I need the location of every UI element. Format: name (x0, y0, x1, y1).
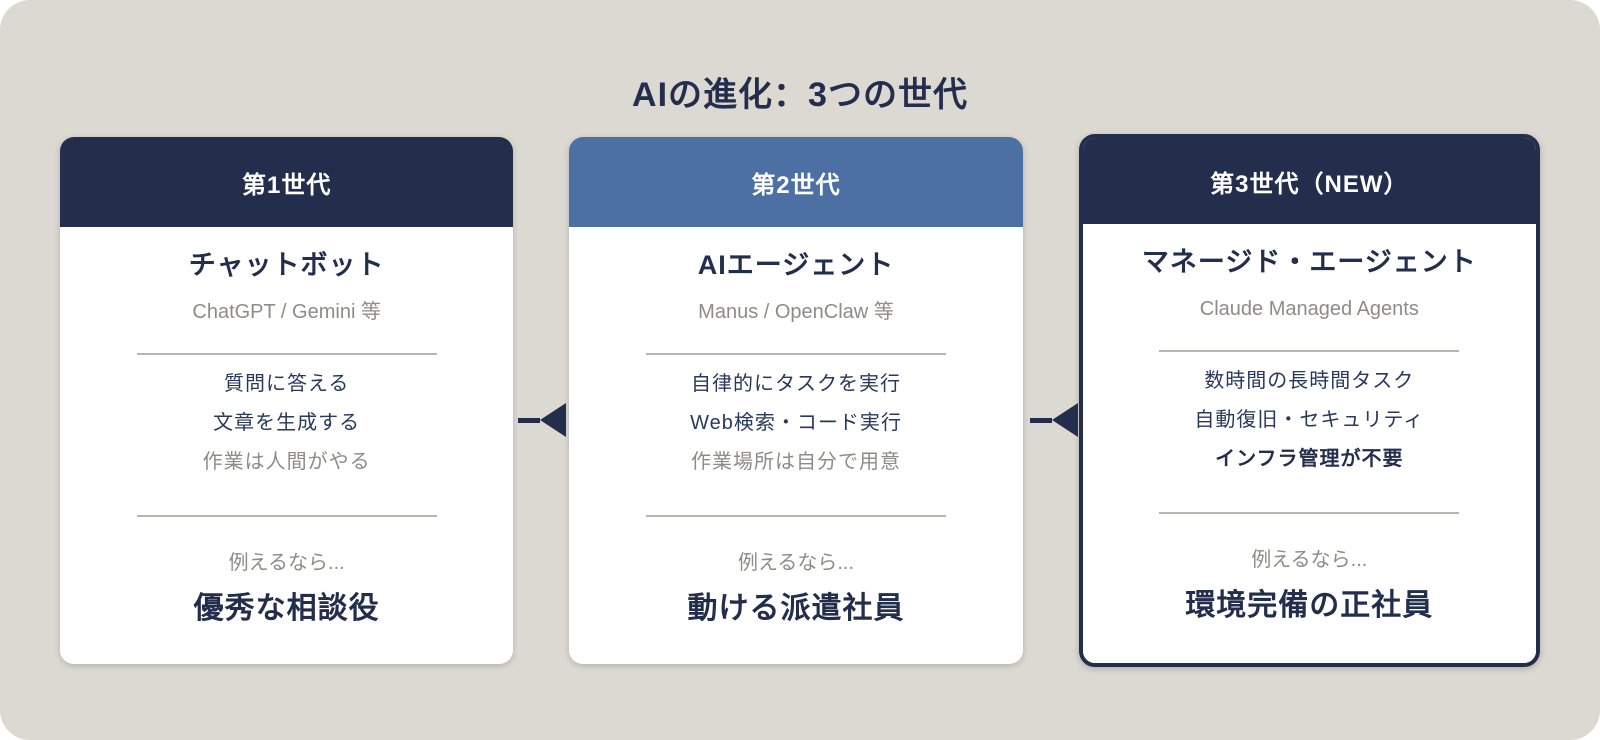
feature-item: 自動復旧・セキュリティ (1194, 409, 1425, 431)
left-arrow-icon (518, 403, 566, 437)
feature-item: 作業場所は自分で用意 (690, 451, 901, 473)
generations-row: 第1世代 チャットボット ChatGPT / Gemini 等 質問に答える 文… (60, 134, 1540, 667)
card-2-body: AIエージェント Manus / OpenClaw 等 自律的にタスクを実行 W… (569, 227, 1023, 664)
card-1-analogy: 優秀な相談役 (193, 592, 380, 625)
card-3-feature-list: 数時間の長時間タスク 自動復旧・セキュリティ インフラ管理が不要 (1194, 362, 1424, 479)
divider (1159, 512, 1460, 514)
generation-card-3: 第3世代（NEW） マネージド・エージェント Claude Managed Ag… (1078, 134, 1540, 667)
card-2-header: 第2世代 (569, 137, 1023, 227)
feature-item: 自律的にタスクを実行 (690, 373, 901, 395)
feature-item: 作業は人間がやる (202, 451, 371, 473)
card-1-feature-list: 質問に答える 文章を生成する 作業は人間がやる (203, 365, 371, 482)
card-2-feature-list: 自律的にタスクを実行 Web検索・コード実行 作業場所は自分で用意 (690, 365, 902, 482)
card-3-title: マネージド・エージェント (1141, 247, 1477, 277)
arrow-line (518, 417, 540, 423)
divider (136, 353, 437, 355)
divider (646, 353, 946, 355)
card-2-generation-label: 第2世代 (751, 171, 841, 199)
feature-item: インフラ管理が不要 (1215, 448, 1404, 470)
feature-item: 文章を生成する (213, 412, 361, 434)
card-3-examples: Claude Managed Agents (1199, 298, 1419, 320)
feature-item: 数時間の長時間タスク (1204, 370, 1415, 392)
card-1-analogy-label: 例えるなら... (228, 552, 345, 574)
card-3-header: 第3世代（NEW） (1082, 138, 1536, 224)
divider (136, 515, 437, 517)
card-1-examples: ChatGPT / Gemini 等 (192, 301, 381, 323)
divider (646, 515, 946, 517)
card-3-generation-label: 第3世代（NEW） (1210, 170, 1409, 198)
card-2-analogy-label: 例えるなら... (737, 552, 855, 574)
card-1-title: チャットボット (188, 250, 385, 280)
arrow-head-icon (1052, 403, 1078, 437)
divider (1159, 350, 1460, 352)
card-3-body: マネージド・エージェント Claude Managed Agents 数時間の長… (1082, 224, 1536, 663)
arrow-head-icon (540, 403, 566, 437)
left-arrow-icon (1030, 403, 1078, 437)
generation-card-1: 第1世代 チャットボット ChatGPT / Gemini 等 質問に答える 文… (60, 137, 514, 664)
card-1-body: チャットボット ChatGPT / Gemini 等 質問に答える 文章を生成す… (60, 227, 514, 664)
page-title: AIの進化：3つの世代 (632, 75, 968, 114)
card-1-generation-label: 第1世代 (241, 171, 332, 199)
feature-item: Web検索・コード実行 (690, 412, 902, 434)
card-1-header: 第1世代 (60, 137, 514, 227)
card-3-analogy: 環境完備の正社員 (1185, 589, 1434, 622)
arrow-line (1030, 417, 1052, 423)
card-2-analogy: 動ける派遣社員 (687, 592, 905, 625)
card-2-title: AIエージェント (697, 250, 895, 280)
card-3-analogy-label: 例えるなら... (1251, 549, 1368, 571)
feature-item: 質問に答える (223, 373, 350, 395)
generation-card-2: 第2世代 AIエージェント Manus / OpenClaw 等 自律的にタスク… (569, 137, 1023, 664)
card-2-examples: Manus / OpenClaw 等 (698, 301, 894, 323)
